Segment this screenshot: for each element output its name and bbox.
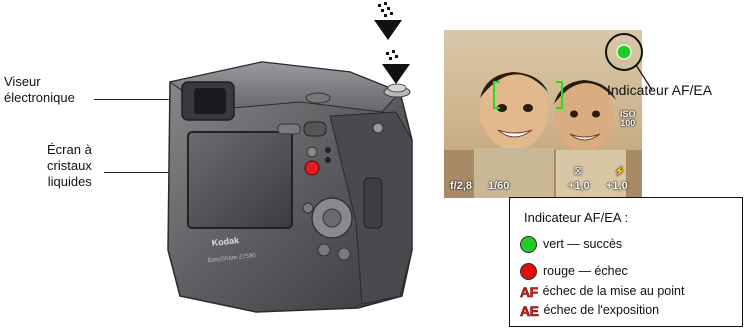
flash-comp-icon: ⚡	[614, 166, 625, 177]
legend-box: Indicateur AF/EA : vert — succès rouge —…	[509, 197, 743, 327]
red-dot-icon	[520, 263, 537, 280]
exposure-comp-readout: +1,0	[568, 180, 590, 192]
green-dot-icon	[520, 236, 537, 253]
indicator-label: Indicateur AF/EA	[607, 82, 712, 98]
press-arrow-icon-2	[382, 50, 410, 84]
flash-comp-readout: +1,0	[606, 180, 628, 192]
af-icon: AF	[520, 285, 538, 299]
viewfinder-label-line1: Viseur	[4, 74, 75, 90]
lcd-label: Écran à cristaux liquides	[47, 142, 92, 190]
iso-indicator: ISO 100	[620, 110, 636, 128]
legend-title: Indicateur AF/EA :	[524, 210, 628, 225]
legend-item-success: vert — succès	[520, 236, 622, 253]
legend-item-failure: rouge — échec	[520, 263, 628, 280]
ae-icon: AE	[520, 304, 538, 318]
aperture-readout: f/2,8	[450, 180, 472, 192]
lcd-label-line2: cristaux	[47, 158, 92, 174]
lcd-label-line1: Écran à	[47, 142, 92, 158]
camera-illustration: Kodak EasyShare Z7590	[150, 0, 420, 332]
viewfinder-label-line2: électronique	[4, 90, 75, 106]
lcd-label-line3: liquides	[47, 174, 92, 190]
shutter-readout: 1/60	[488, 180, 509, 192]
press-arrow-icon	[374, 2, 402, 40]
exposure-comp-icon: ☒	[574, 166, 582, 177]
viewfinder-label: Viseur électronique	[4, 74, 75, 106]
